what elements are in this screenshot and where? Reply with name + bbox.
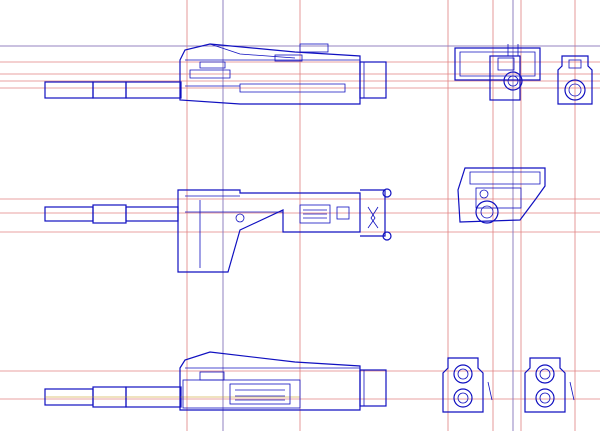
gun-plan-view-middle[interactable] (44, 188, 392, 273)
end-view-middle[interactable] (457, 167, 546, 224)
end-view-bottom-left[interactable] (442, 357, 493, 413)
gun-side-view-top[interactable] (44, 43, 387, 105)
gun-section-view-bottom[interactable] (44, 351, 387, 411)
end-view-top-left[interactable] (454, 44, 541, 101)
end-view-bottom-right[interactable] (524, 357, 575, 413)
end-view-top-right[interactable] (557, 55, 593, 105)
